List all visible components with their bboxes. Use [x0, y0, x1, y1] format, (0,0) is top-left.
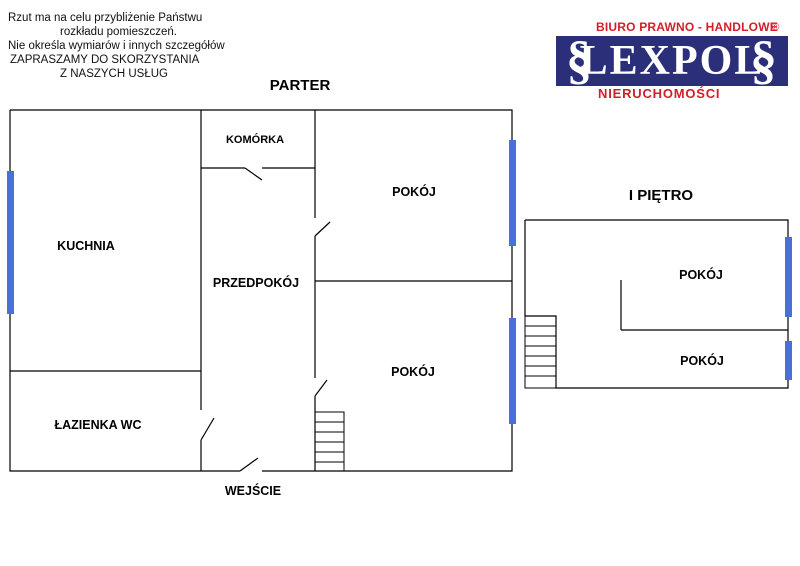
- ground-floor-windows: [7, 140, 516, 424]
- room-label-pokoj-lower: POKÓJ: [391, 364, 435, 379]
- ground-floor-doors: [200, 167, 331, 472]
- room-lower-door: [314, 379, 328, 397]
- room-label-bathroom: ŁAZIENKA WC: [54, 418, 141, 432]
- kitchen-window: [7, 171, 14, 314]
- lexpol-logo: BIURO PRAWNO - HANDLOWE ® § LEXPOL § NIE…: [556, 20, 788, 101]
- logo-name: LEXPOL: [579, 38, 765, 84]
- logo-banner: [556, 36, 788, 86]
- note-line-3: Nie określa wymiarów i innych szczegółów: [8, 40, 225, 52]
- bathroom-door: [200, 417, 215, 441]
- room-label-entrance: WEJŚCIE: [225, 483, 281, 498]
- logo-top-text: BIURO PRAWNO - HANDLOWE: [596, 20, 778, 34]
- first-room-upper-window: [785, 237, 792, 317]
- room-label-storage: KOMÓRKA: [226, 133, 284, 146]
- ground-floor-walls: [9, 109, 513, 472]
- ground-floor-title: PARTER: [270, 77, 331, 94]
- first-floor-walls: [524, 219, 789, 389]
- entrance-door: [239, 457, 259, 472]
- first-room-label-lower: POKÓJ: [680, 353, 724, 368]
- room-upper-window: [509, 140, 516, 246]
- ground-floor-stairs: [314, 411, 345, 472]
- room-upper-door: [314, 221, 331, 237]
- storage-door: [244, 167, 263, 181]
- note-line-4: ZAPRASZAMY DO SKORZYSTANIA: [10, 54, 200, 66]
- first-floor-title: I PIĘTRO: [629, 187, 694, 204]
- first-room-lower-window: [785, 341, 792, 380]
- first-floor-stairs: [524, 315, 557, 389]
- note-line-2: rozkładu pomieszczeń.: [60, 26, 177, 38]
- logo-subtitle: NIERUCHOMOŚCI: [598, 86, 721, 101]
- note-line-5: Z NASZYCH USŁUG: [60, 68, 168, 80]
- logo-section-symbol-right: §: [750, 30, 777, 90]
- room-label-hallway: PRZEDPOKÓJ: [213, 275, 299, 290]
- first-floor-windows: [785, 237, 792, 380]
- first-room-label-upper: POKÓJ: [679, 267, 723, 282]
- logo-section-symbol-left: §: [566, 30, 593, 90]
- room-label-pokoj-upper: POKÓJ: [392, 184, 436, 199]
- room-lower-window: [509, 318, 516, 424]
- note-line-1: Rzut ma na celu przybliżenie Państwu: [8, 12, 203, 24]
- room-label-kitchen: KUCHNIA: [57, 239, 115, 253]
- logo-registered-mark: ®: [772, 22, 780, 33]
- disclaimer-note: Rzut ma na celu przybliżenie Państwu roz…: [4, 11, 262, 81]
